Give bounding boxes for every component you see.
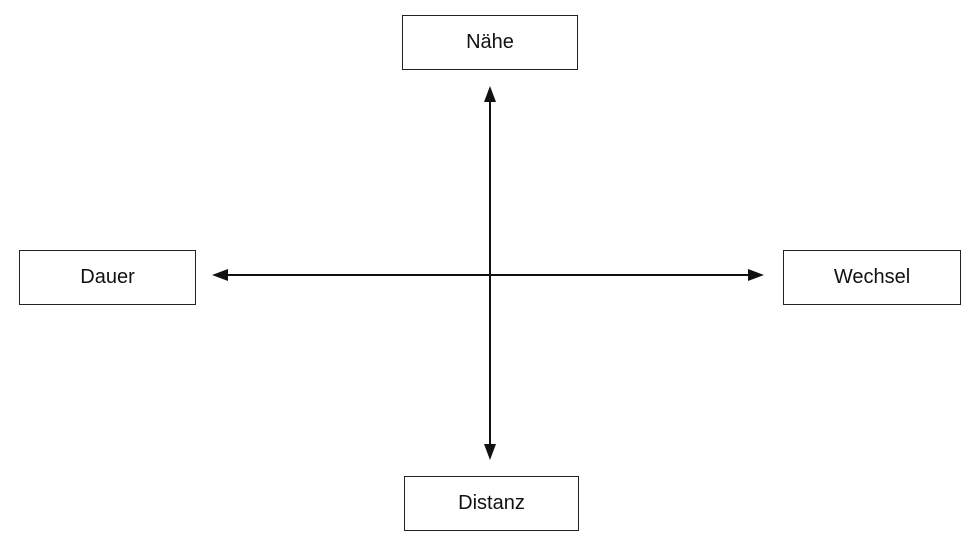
pole-label-left: Dauer [80,266,135,288]
arrowhead-up-icon [484,86,496,102]
arrowhead-down-icon [484,444,496,460]
pole-box-bottom: Distanz [404,476,579,531]
arrowhead-left-icon [212,269,228,281]
arrowhead-right-icon [748,269,764,281]
pole-box-top: Nähe [402,15,578,70]
pole-label-right: Wechsel [833,266,911,288]
pole-label-bottom: Distanz [458,492,525,514]
pole-label-top: Nähe [466,31,514,53]
pole-box-left: Dauer [19,250,196,305]
pole-box-right: Wechsel [783,250,961,305]
